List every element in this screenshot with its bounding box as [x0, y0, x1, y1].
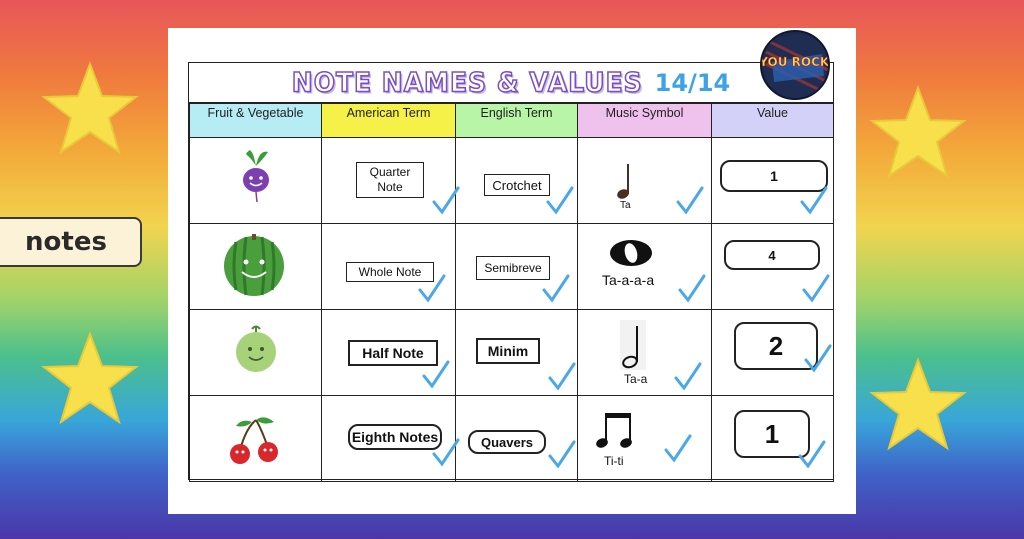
check-icon	[804, 344, 832, 373]
american-cell: Quarter Note	[321, 137, 460, 224]
star-icon	[869, 85, 967, 179]
check-icon	[664, 434, 692, 463]
american-cell: Eighth Notes	[321, 395, 460, 482]
check-icon	[546, 186, 574, 215]
score-label: 14/14	[654, 68, 731, 97]
check-icon	[802, 274, 830, 303]
watermelon-icon	[224, 234, 284, 296]
table-row: Whole Note Semibreve Ta-a-a-a 4	[189, 223, 834, 310]
english-term-box: Minim	[476, 338, 540, 364]
rhythm-label: Ti-ti	[604, 454, 624, 468]
you-rock-badge: YOU ROCK!	[760, 30, 830, 100]
badge-text: YOU ROCK!	[762, 55, 830, 69]
fruit-cell	[189, 223, 322, 310]
beet-icon	[243, 150, 269, 203]
value-cell: 4	[711, 223, 834, 310]
check-icon	[422, 360, 450, 389]
symbol-cell: Ta-a-a-a	[577, 223, 712, 310]
value-box: 2	[734, 322, 818, 370]
whole-note-icon	[610, 240, 652, 266]
badge-art: YOU ROCK!	[762, 34, 830, 98]
symbol-cell: Ta	[577, 137, 712, 224]
fruit-cell	[189, 309, 322, 396]
value-cell: 1	[711, 137, 834, 224]
note-table: Fruit & Vegetable American Term English …	[189, 103, 834, 482]
star-icon	[41, 61, 139, 155]
header-value: Value	[711, 103, 834, 138]
header-american: American Term	[321, 103, 456, 138]
value-box: 1	[734, 410, 810, 458]
notes-label: notes	[0, 217, 142, 267]
value-cell: 1	[711, 395, 834, 482]
rhythm-label: Ta	[620, 200, 631, 211]
eighth-notes-icon	[596, 413, 632, 448]
symbol-cell: Ta-a	[577, 309, 712, 396]
check-icon	[800, 186, 828, 215]
rhythm-label: Ta-a	[624, 372, 648, 386]
check-icon	[548, 362, 576, 391]
worksheet: NOTE NAMES & VALUES 14/14 Fruit & Vegeta…	[168, 28, 856, 514]
rhythm-label: Ta-a-a-a	[602, 272, 655, 288]
american-term-box: Half Note	[348, 340, 438, 366]
fruit-cell	[189, 395, 322, 482]
worksheet-frame: NOTE NAMES & VALUES 14/14 Fruit & Vegeta…	[188, 62, 834, 482]
header-fruit: Fruit & Vegetable	[189, 103, 322, 138]
english-term-box: Crotchet	[484, 174, 550, 196]
english-cell: Minim	[455, 309, 578, 396]
value-box: 4	[724, 240, 820, 270]
american-term-box: Quarter Note	[356, 162, 424, 198]
symbol-cell: Ti-ti	[577, 395, 712, 482]
american-term-box: Eighth Notes	[348, 424, 442, 450]
american-cell: Whole Note	[321, 223, 456, 310]
check-icon	[432, 186, 460, 215]
english-term-box: Semibreve	[476, 256, 550, 280]
worksheet-title: NOTE NAMES & VALUES	[291, 66, 643, 98]
title-row: NOTE NAMES & VALUES 14/14	[189, 63, 833, 103]
quarter-note-icon	[617, 164, 629, 199]
value-cell: 2	[711, 309, 834, 396]
table-row: Eighth Notes Quavers Ti-ti 1	[189, 395, 834, 482]
melon-icon	[236, 325, 276, 372]
star-icon	[41, 331, 139, 425]
table-row: Quarter Note Crotchet Ta 1	[189, 137, 834, 224]
value-box: 1	[720, 160, 828, 192]
american-term-box: Whole Note	[346, 262, 434, 282]
fruit-cell	[189, 137, 322, 224]
english-cell: Quavers	[455, 395, 578, 482]
english-cell: Semibreve	[455, 223, 578, 310]
check-icon	[432, 438, 460, 467]
cherries-icon	[230, 417, 278, 464]
check-icon	[676, 186, 704, 215]
check-icon	[418, 274, 446, 303]
american-cell: Half Note	[321, 309, 456, 396]
check-icon	[542, 274, 570, 303]
english-cell: Crotchet	[455, 137, 578, 224]
header-english: English Term	[455, 103, 578, 138]
header-symbol: Music Symbol	[577, 103, 712, 138]
check-icon	[548, 440, 576, 469]
english-term-box: Quavers	[468, 430, 546, 454]
check-icon	[798, 440, 826, 469]
half-note-icon	[620, 320, 646, 370]
check-icon	[678, 274, 706, 303]
table-row: Half Note Minim Ta-a 2	[189, 309, 834, 396]
check-icon	[674, 362, 702, 391]
star-icon	[869, 357, 967, 451]
header-row: Fruit & Vegetable American Term English …	[189, 103, 834, 138]
